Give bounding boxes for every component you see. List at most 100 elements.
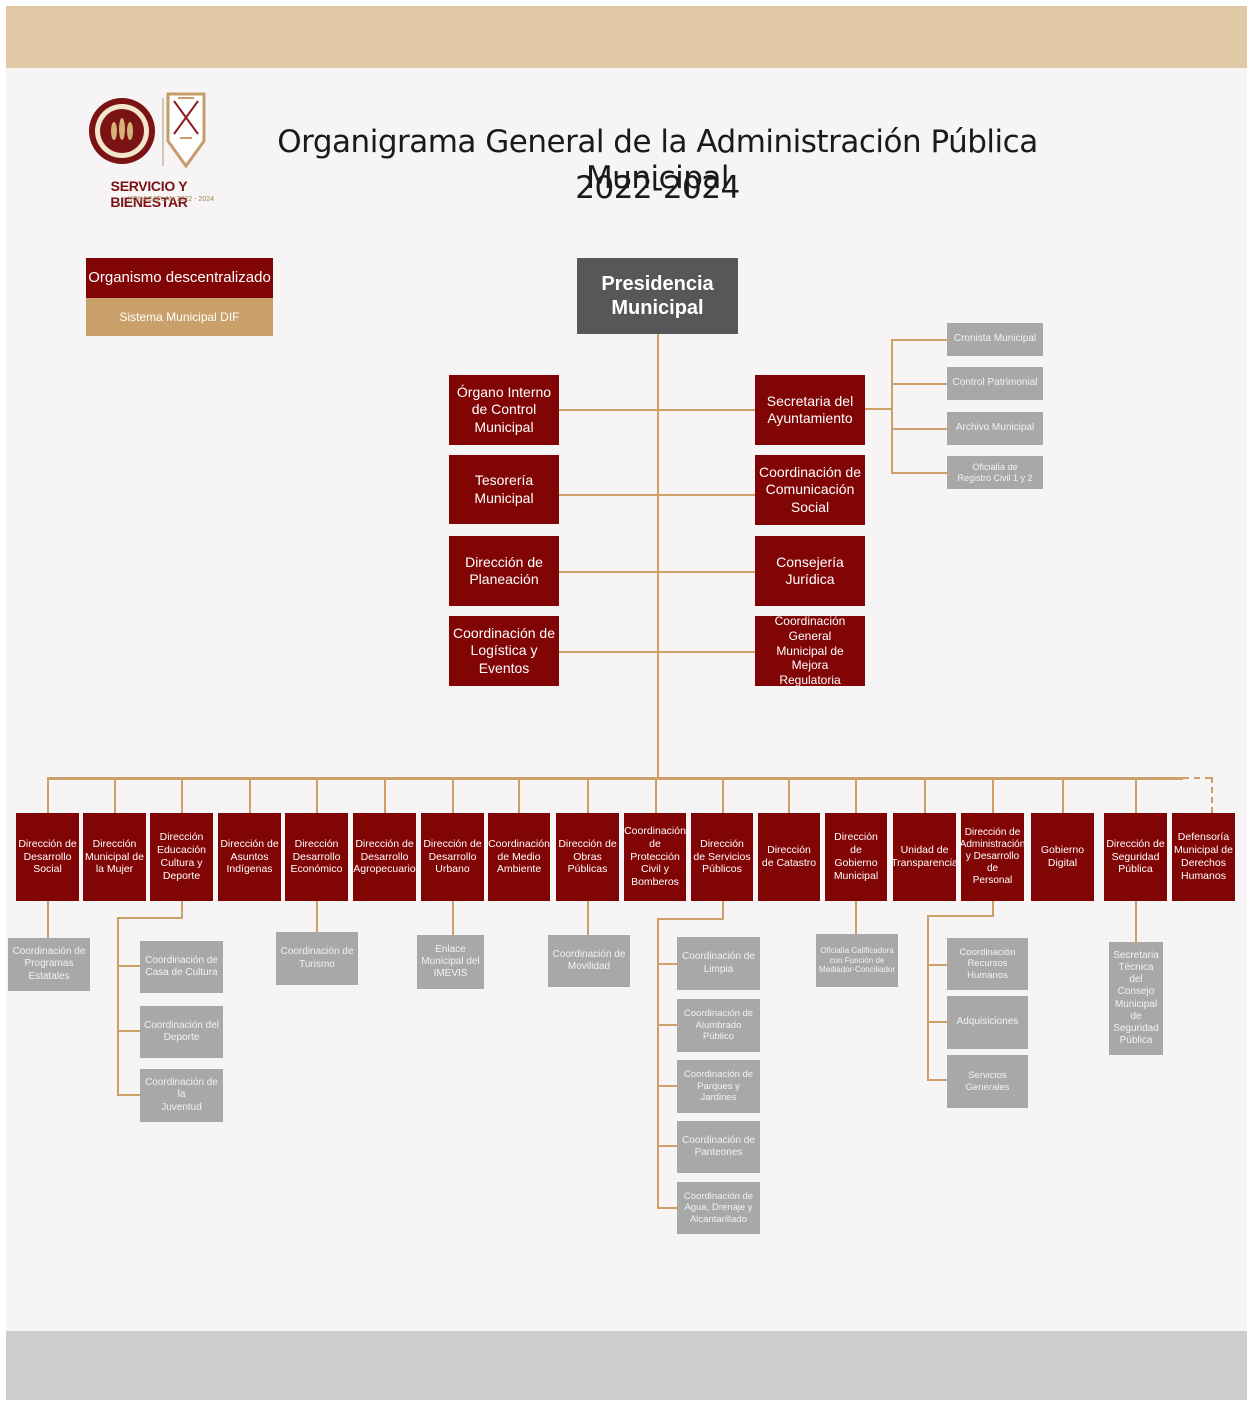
connector xyxy=(117,1094,140,1096)
coordinacion-de-turismo: Coordinación de Turismo xyxy=(276,932,358,985)
bottom-band xyxy=(6,1331,1247,1400)
direccion-servicios-publicos: Dirección de Servicios Públicos xyxy=(691,813,753,901)
presidencia-municipal: Presidencia Municipal xyxy=(577,258,738,334)
connector xyxy=(657,1085,677,1087)
connector xyxy=(657,963,677,965)
connector xyxy=(384,779,386,813)
connector xyxy=(891,428,947,430)
direccion-desarrollo-urbano: Dirección de Desarrollo Urbano xyxy=(421,813,484,901)
coordinacion-de-la-juventud: Coordinación de la Juventud xyxy=(140,1069,223,1122)
direccion-desarrollo-social: Dirección de Desarrollo Social xyxy=(16,813,79,901)
enlace-municipal-imevis: Enlace Municipal del IMEVIS xyxy=(417,935,484,989)
municipal-logo xyxy=(80,86,220,208)
connector xyxy=(452,779,454,813)
coordinacion-alumbrado-publico: Coordinación de Alumbrado Público xyxy=(677,999,760,1052)
connector xyxy=(657,1207,677,1209)
direccion-administracion-personal: Dirección de Administración y Desarrollo… xyxy=(961,813,1024,901)
chart-title: Organigrama General de la Administración… xyxy=(277,124,1038,196)
consejeria-juridica: Consejería Jurídica xyxy=(755,536,865,606)
coordinacion-parques-jardines: Coordinación de Parques y Jardines xyxy=(677,1060,760,1113)
top-band xyxy=(6,6,1247,68)
connector xyxy=(924,779,926,813)
direccion-desarrollo-agropecuario: Dirección de Desarrollo Agropecuario xyxy=(353,813,416,901)
chart-subtitle: 2022-2024 xyxy=(575,170,740,206)
connector xyxy=(927,915,994,917)
horizontal-bus xyxy=(47,777,1183,780)
legend-dif: Sistema Municipal DIF xyxy=(86,298,273,336)
connector xyxy=(927,1021,947,1023)
coordinacion-logistica-eventos: Coordinación de Logística y Eventos xyxy=(449,616,559,686)
oficialia-calificadora: Oficialía Calificadora con Función de Me… xyxy=(816,934,898,987)
coordinacion-recursos-humanos: Coordinación Recursos Humanos xyxy=(947,938,1028,990)
connector xyxy=(587,779,589,813)
connector xyxy=(559,571,755,573)
connector xyxy=(249,779,251,813)
connector xyxy=(559,494,755,496)
connector xyxy=(891,340,893,474)
connector xyxy=(114,779,116,813)
direccion-de-planeacion: Dirección de Planeación xyxy=(449,536,559,606)
connector xyxy=(992,900,994,916)
archivo-municipal: Archivo Municipal xyxy=(947,412,1043,445)
direccion-obras-publicas: Dirección de Obras Públicas xyxy=(556,813,619,901)
connector xyxy=(657,1024,677,1026)
trunk-line xyxy=(657,334,659,780)
connector xyxy=(316,901,318,932)
organo-interno-de-control: Órgano Interno de Control Municipal xyxy=(449,375,559,445)
connector xyxy=(117,1030,140,1032)
secretaria-tecnica-seguridad: Secretaria Técnica del Consejo Municipal… xyxy=(1109,942,1163,1055)
cronista-municipal: Cronista Municipal xyxy=(947,323,1043,356)
connector xyxy=(181,779,183,813)
gobierno-digital: Gobierno Digital xyxy=(1031,813,1094,901)
coordinacion-de-movilidad: Coordinación de Movilidad xyxy=(548,935,630,987)
brand-subtitle: XONACATLAN 2022 - 2024 xyxy=(127,196,214,203)
connector xyxy=(927,1079,947,1081)
connector xyxy=(518,779,520,813)
connector xyxy=(788,779,790,813)
oficialia-registro-civil: Oficialía de Registro Civil 1 y 2 xyxy=(947,456,1043,489)
connector xyxy=(657,918,724,920)
connector xyxy=(316,779,318,813)
coordinacion-programas-estatales: Coordinación de Programas Estatales xyxy=(8,938,90,991)
connector xyxy=(657,918,659,1209)
connector xyxy=(722,779,724,813)
coordinacion-de-panteones: Coordinación de Panteones xyxy=(677,1121,760,1173)
direccion-gobierno-municipal: Dirección de Gobierno Municipal xyxy=(825,813,887,901)
defensoria-derechos-humanos: Defensoría Municipal de Derechos Humanos xyxy=(1172,813,1235,901)
connector xyxy=(47,779,49,813)
servicios-generales: Servicios Generales xyxy=(947,1055,1028,1108)
coordinacion-del-deporte: Coordinación del Deporte xyxy=(140,1006,223,1058)
connector xyxy=(47,901,49,938)
direccion-asuntos-indigenas: Dirección de Asuntos Indígenas xyxy=(218,813,281,901)
tesoreria-municipal: Tesorería Municipal xyxy=(449,455,559,524)
brand-name: SERVICIO Y BIENESTAR xyxy=(110,178,188,210)
connector xyxy=(1135,900,1137,942)
connector xyxy=(927,915,929,1081)
connector xyxy=(559,651,755,653)
connector xyxy=(1135,779,1137,813)
connector xyxy=(891,472,947,474)
coordinacion-casa-de-cultura: Coordinación de Casa de Cultura xyxy=(140,941,223,993)
connector xyxy=(559,409,755,411)
coordinacion-agua-drenaje: Coordinación de Agua, Drenaje y Alcantar… xyxy=(677,1182,760,1234)
connector xyxy=(655,779,657,813)
unidad-de-transparencia: Unidad de Transparencia xyxy=(893,813,956,901)
direccion-educacion-cultura-deporte: Dirección Educación Cultura y Deporte xyxy=(150,813,213,901)
connector xyxy=(657,1145,677,1147)
connector xyxy=(452,901,454,935)
connector xyxy=(891,383,947,385)
connector xyxy=(117,965,140,967)
connector xyxy=(927,964,947,966)
coordinacion-comunicacion-social: Coordinación de Comunicación Social xyxy=(755,455,865,525)
connector xyxy=(865,408,892,410)
secretaria-del-ayuntamiento: Secretaria del Ayuntamiento xyxy=(755,375,865,445)
coordinacion-mejora-regulatoria: Coordinación General Municipal de Mejora… xyxy=(755,616,865,686)
coordinacion-de-limpia: Coordinación de Limpia xyxy=(677,937,760,990)
connector xyxy=(1062,779,1064,813)
direccion-seguridad-publica: Dirección de Seguridad Pública xyxy=(1104,813,1167,901)
legend-organismo: Organismo descentralizado xyxy=(86,258,273,298)
connector xyxy=(117,917,119,1095)
direccion-desarrollo-economico: Dirección Desarrollo Económico xyxy=(285,813,348,901)
connector xyxy=(855,779,857,813)
